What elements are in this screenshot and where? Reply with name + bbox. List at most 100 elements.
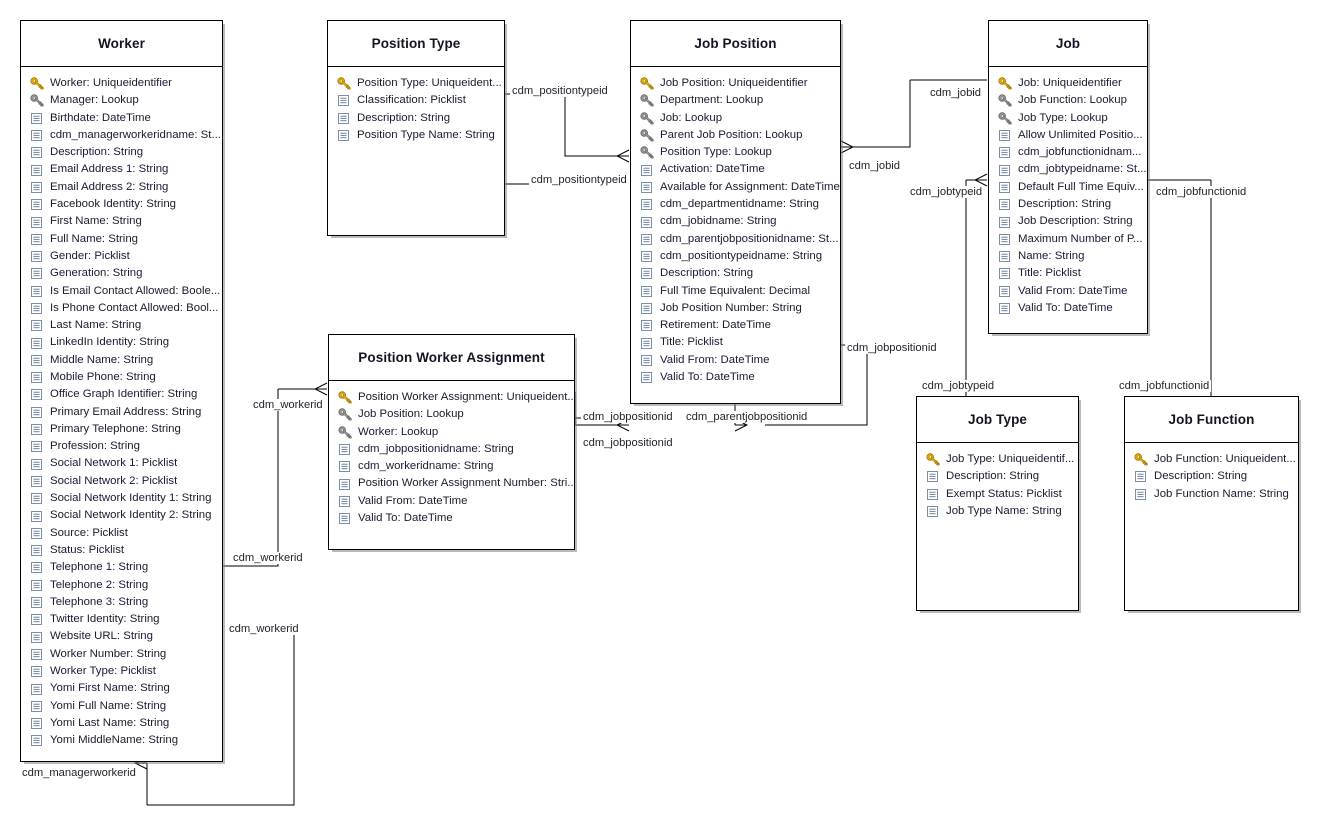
attribute-row[interactable]: Valid From: DateTime — [631, 352, 840, 369]
attribute-row[interactable]: Parent Job Position: Lookup — [631, 127, 840, 144]
attribute-row[interactable]: Middle Name: String — [21, 352, 222, 369]
attribute-row[interactable]: Classification: Picklist — [328, 92, 504, 109]
attribute-row[interactable]: Yomi Last Name: String — [21, 715, 222, 732]
attribute-row[interactable]: Available for Assignment: DateTime — [631, 179, 840, 196]
attribute-row[interactable]: Job Function: Lookup — [989, 92, 1147, 109]
attribute-row[interactable]: Department: Lookup — [631, 92, 840, 109]
attribute-row[interactable]: Yomi Full Name: String — [21, 698, 222, 715]
attribute-row[interactable]: Source: Picklist — [21, 525, 222, 542]
attribute-row[interactable]: Worker Type: Picklist — [21, 663, 222, 680]
attribute-row[interactable]: cdm_jobidname: String — [631, 213, 840, 230]
attribute-row[interactable]: Description: String — [989, 196, 1147, 213]
attribute-row[interactable]: Full Time Equivalent: Decimal — [631, 283, 840, 300]
attribute-row[interactable]: Retirement: DateTime — [631, 317, 840, 334]
attribute-row[interactable]: Description: String — [21, 144, 222, 161]
attribute-row[interactable]: Description: String — [917, 468, 1078, 485]
attribute-row[interactable]: Title: Picklist — [989, 265, 1147, 282]
attribute-row[interactable]: Generation: String — [21, 265, 222, 282]
attribute-row[interactable]: Default Full Time Equiv... — [989, 179, 1147, 196]
attribute-row[interactable]: Email Address 1: String — [21, 161, 222, 178]
attribute-row[interactable]: Social Network 2: Picklist — [21, 473, 222, 490]
attribute-row[interactable]: cdm_positiontypeidname: String — [631, 248, 840, 265]
attribute-row[interactable]: cdm_departmentidname: String — [631, 196, 840, 213]
attribute-row[interactable]: Name: String — [989, 248, 1147, 265]
attribute-row[interactable]: Job Type Name: String — [917, 503, 1078, 520]
attribute-row[interactable]: Maximum Number of P... — [989, 231, 1147, 248]
attribute-row[interactable]: Position Type Name: String — [328, 127, 504, 144]
attribute-row[interactable]: Telephone 3: String — [21, 594, 222, 611]
attribute-row[interactable]: Manager: Lookup — [21, 92, 222, 109]
attribute-row[interactable]: Position Worker Assignment: Uniqueident.… — [329, 389, 574, 406]
attribute-row[interactable]: Position Type: Uniqueident... — [328, 75, 504, 92]
attribute-row[interactable]: Job Function Name: String — [1125, 486, 1298, 503]
attribute-row[interactable]: Is Phone Contact Allowed: Bool... — [21, 300, 222, 317]
attribute-row[interactable]: Website URL: String — [21, 629, 222, 646]
attribute-label: Gender: Picklist — [50, 250, 130, 262]
attribute-row[interactable]: Full Name: String — [21, 231, 222, 248]
attribute-row[interactable]: Description: String — [631, 265, 840, 282]
attribute-row[interactable]: Title: Picklist — [631, 334, 840, 351]
attribute-row[interactable]: cdm_jobpositionidname: String — [329, 441, 574, 458]
attribute-row[interactable]: cdm_jobfunctionidnam... — [989, 144, 1147, 161]
attribute-row[interactable]: Valid From: DateTime — [989, 283, 1147, 300]
attribute-row[interactable]: Description: String — [328, 110, 504, 127]
attribute-row[interactable]: Valid From: DateTime — [329, 493, 574, 510]
attribute-row[interactable]: Position Worker Assignment Number: Stri.… — [329, 475, 574, 492]
attribute-row[interactable]: Status: Picklist — [21, 542, 222, 559]
attribute-row[interactable]: cdm_jobtypeidname: St... — [989, 161, 1147, 178]
attribute-row[interactable]: Allow Unlimited Positio... — [989, 127, 1147, 144]
attribute-row[interactable]: Job: Uniqueidentifier — [989, 75, 1147, 92]
attribute-row[interactable]: Facebook Identity: String — [21, 196, 222, 213]
attribute-row[interactable]: Primary Telephone: String — [21, 421, 222, 438]
attribute-row[interactable]: Last Name: String — [21, 317, 222, 334]
attribute-row[interactable]: Yomi MiddleName: String — [21, 732, 222, 749]
attribute-row[interactable]: Birthdate: DateTime — [21, 110, 222, 127]
attribute-row[interactable]: cdm_parentjobpositionidname: St... — [631, 231, 840, 248]
attribute-row[interactable]: Social Network Identity 2: String — [21, 507, 222, 524]
attribute-row[interactable]: Worker: Lookup — [329, 424, 574, 441]
attribute-row[interactable]: Job Position: Uniqueidentifier — [631, 75, 840, 92]
attribute-row[interactable]: Valid To: DateTime — [631, 369, 840, 386]
attribute-row[interactable]: Valid To: DateTime — [989, 300, 1147, 317]
attribute-row[interactable]: Job Function: Uniqueident... — [1125, 451, 1298, 468]
attribute-row[interactable]: Job Description: String — [989, 213, 1147, 230]
attribute-row[interactable]: Is Email Contact Allowed: Boole... — [21, 283, 222, 300]
attribute-row[interactable]: Telephone 2: String — [21, 577, 222, 594]
attribute-row[interactable]: Position Type: Lookup — [631, 144, 840, 161]
attribute-row[interactable]: Job Position: Lookup — [329, 406, 574, 423]
attribute-row[interactable]: Job: Lookup — [631, 110, 840, 127]
attribute-row[interactable]: Job Position Number: String — [631, 300, 840, 317]
attribute-row[interactable]: cdm_managerworkeridname: St... — [21, 127, 222, 144]
attribute-row[interactable]: cdm_workeridname: String — [329, 458, 574, 475]
attribute-row[interactable]: Job Type: Uniqueidentif... — [917, 451, 1078, 468]
attribute-row[interactable]: Valid To: DateTime — [329, 510, 574, 527]
attribute-row[interactable]: Office Graph Identifier: String — [21, 386, 222, 403]
attribute-row[interactable]: Primary Email Address: String — [21, 404, 222, 421]
attribute-row[interactable]: Profession: String — [21, 438, 222, 455]
attribute-row[interactable]: Worker Number: String — [21, 646, 222, 663]
attribute-row[interactable]: First Name: String — [21, 213, 222, 230]
attribute-row[interactable]: LinkedIn Identity: String — [21, 334, 222, 351]
attribute-row[interactable]: Mobile Phone: String — [21, 369, 222, 386]
attribute-row[interactable]: Twitter Identity: String — [21, 611, 222, 628]
attribute-row[interactable]: Activation: DateTime — [631, 161, 840, 178]
attribute-row[interactable]: Description: String — [1125, 468, 1298, 485]
attribute-icon — [337, 112, 352, 125]
attribute-row[interactable]: Worker: Uniqueidentifier — [21, 75, 222, 92]
attribute-row[interactable]: Email Address 2: String — [21, 179, 222, 196]
attribute-label: Position Type: Uniqueident... — [357, 77, 502, 89]
attribute-row[interactable]: Social Network Identity 1: String — [21, 490, 222, 507]
attribute-row[interactable]: Gender: Picklist — [21, 248, 222, 265]
attribute-row[interactable]: Yomi First Name: String — [21, 680, 222, 697]
attribute-row[interactable]: Exempt Status: Picklist — [917, 486, 1078, 503]
attribute-row[interactable]: Job Type: Lookup — [989, 110, 1147, 127]
attribute-row[interactable]: Social Network 1: Picklist — [21, 456, 222, 473]
attribute-row[interactable]: Telephone 1: String — [21, 559, 222, 576]
